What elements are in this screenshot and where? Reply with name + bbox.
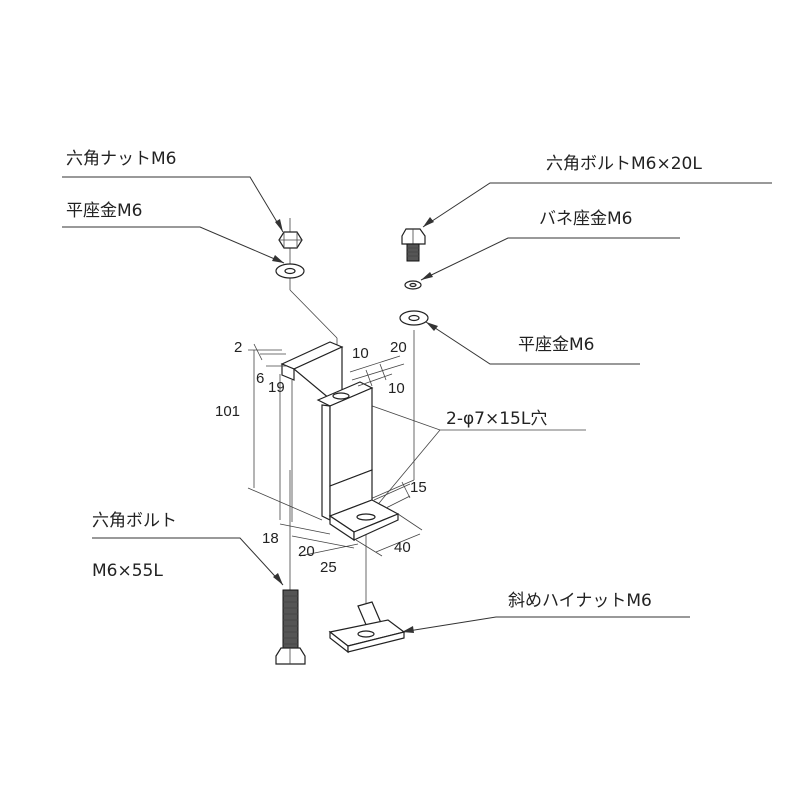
- flat-washer-left-m6: [275, 263, 305, 279]
- dim-19: 19: [268, 379, 285, 396]
- dim-2: 2: [234, 339, 242, 356]
- label-angled-nut: 斜めハイナットM6: [508, 591, 652, 611]
- leader-hex-nut: [62, 176, 284, 233]
- dim-15: 15: [410, 479, 427, 496]
- label-spring-washer: バネ座金M6: [539, 209, 632, 229]
- leader-angled-nut: [401, 616, 690, 633]
- label-hex-bolt-55-line1: 六角ボルト: [92, 511, 177, 531]
- flat-washer-right-m6: [399, 310, 429, 326]
- label-hex-nut: 六角ナットM6: [66, 149, 176, 169]
- hex-bolt-m6x55: [275, 589, 306, 665]
- hex-nut-m6: [278, 231, 303, 249]
- label-hex-bolt-20: 六角ボルトM6×20L: [546, 154, 702, 174]
- label-flat-washer-right: 平座金M6: [518, 335, 594, 355]
- dim-101: 101: [215, 403, 240, 420]
- leader-flat-washer-left: [62, 226, 285, 264]
- dim-18: 18: [262, 530, 279, 547]
- dim-40: 40: [394, 539, 411, 556]
- leader-spring-washer: [420, 237, 680, 281]
- leader-flat-washer-right: [425, 321, 640, 365]
- dim-10-top: 10: [352, 345, 369, 362]
- leader-hex-bolt-20: [422, 182, 772, 228]
- dim-20-top: 20: [390, 339, 407, 356]
- label-hex-bolt-55-line2: M6×55L: [92, 561, 163, 581]
- dim-25: 25: [320, 559, 337, 576]
- dim-6: 6: [256, 370, 264, 387]
- hex-bolt-m6x20: [401, 228, 426, 262]
- z-bracket: [280, 341, 400, 542]
- leader-hex-bolt-55: [92, 537, 284, 586]
- label-slot-holes: 2-φ7×15L穴: [446, 409, 547, 429]
- label-flat-washer-left: 平座金M6: [66, 201, 142, 221]
- angled-high-nut-m6: [328, 601, 406, 654]
- spring-washer-m6: [404, 280, 422, 290]
- dim-20-bottom: 20: [298, 543, 315, 560]
- dimension-lines: [247, 343, 423, 557]
- dim-10-mid: 10: [388, 380, 405, 397]
